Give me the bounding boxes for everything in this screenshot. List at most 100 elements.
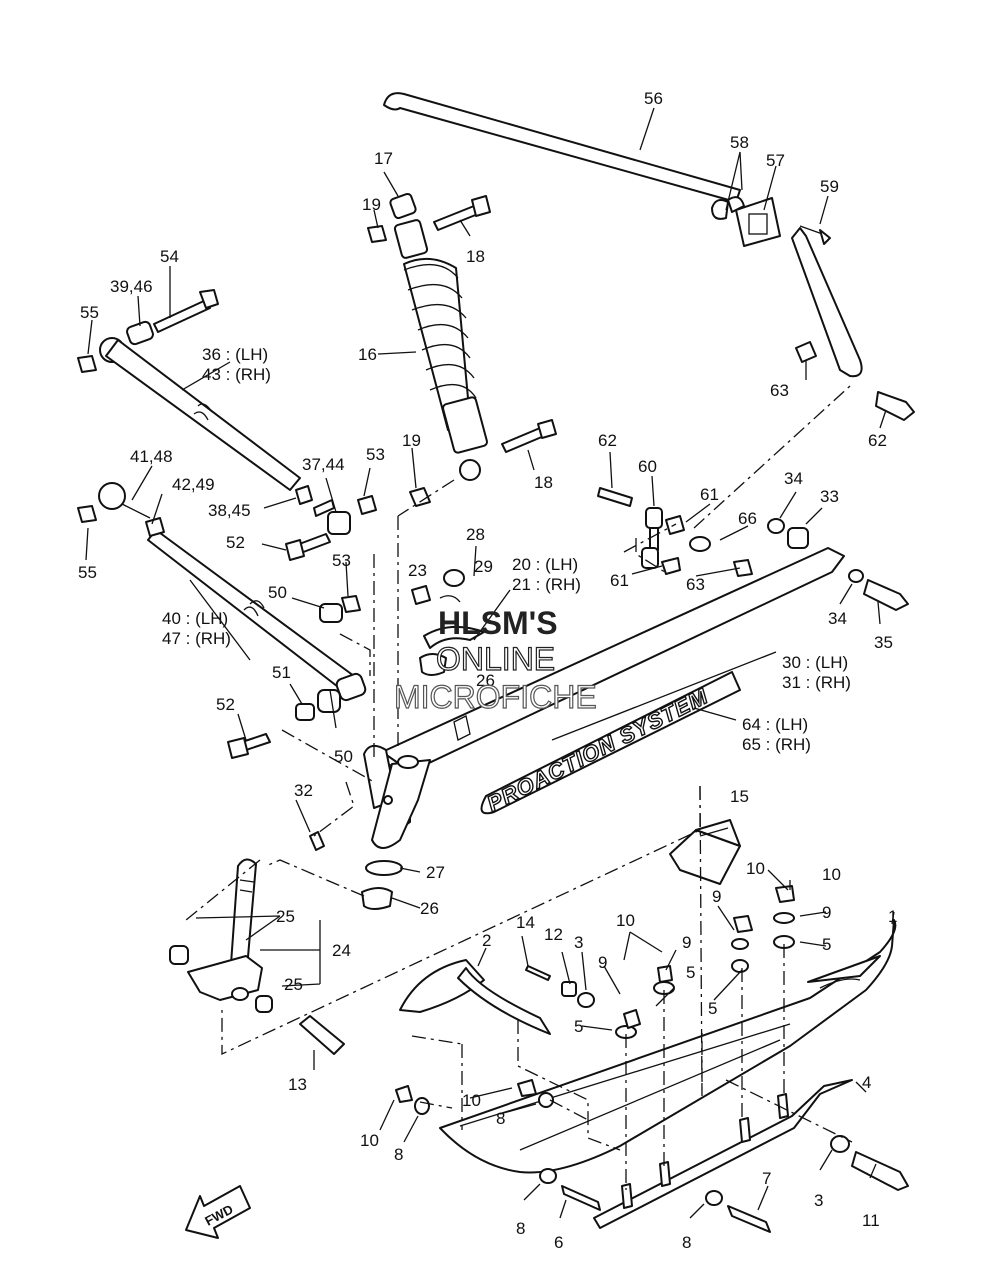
- callout-10: 10: [616, 911, 635, 930]
- callout-57: 57: [766, 151, 785, 170]
- callout-25: 25: [284, 975, 303, 994]
- handle-2: [399, 959, 551, 1035]
- callout-56: 56: [644, 89, 663, 108]
- upper-arm-nut: [77, 355, 97, 373]
- callout-9: 9: [822, 903, 831, 922]
- callout-34: 34: [784, 469, 803, 488]
- callout-52: 52: [216, 695, 235, 714]
- shock-upper-bolt: [433, 195, 491, 231]
- callout-66: 66: [738, 509, 757, 528]
- callout-21: 21 : (RH): [512, 575, 581, 594]
- callout-3: 3: [814, 1191, 823, 1210]
- callout-29: 29: [474, 557, 493, 576]
- lower-arm: [98, 482, 367, 702]
- leader-lines: [85, 107, 895, 1219]
- ski-hardware: [395, 885, 909, 1233]
- callout-32: 32: [294, 781, 313, 800]
- callout-27: 27: [426, 863, 445, 882]
- watermark-line-2: ONLINE: [436, 641, 555, 677]
- callout-18: 18: [534, 473, 553, 492]
- spindle: [187, 858, 263, 1001]
- shock-upper-nut: [367, 225, 387, 243]
- callout-33: 33: [820, 487, 839, 506]
- watermark-line-3: MICROFICHE: [394, 679, 597, 715]
- shock-cap: [389, 192, 417, 220]
- callout-63: 63: [686, 575, 705, 594]
- shock-lower-bolt: [501, 419, 557, 453]
- fwd-arrow-icon: FWD: [185, 1185, 251, 1239]
- arm-collar-nut: [319, 595, 361, 623]
- callout-10: 10: [360, 1131, 379, 1150]
- shock-absorber: [393, 219, 488, 481]
- stabilizer-bolt-nut: [795, 341, 915, 421]
- callout-43: 43 : (RH): [202, 365, 271, 384]
- upper-arm: [99, 337, 301, 491]
- callout-14: 14: [516, 913, 535, 932]
- callout-9: 9: [598, 953, 607, 972]
- callout-64: 64 : (LH): [742, 715, 808, 734]
- spindle-axle-13: [299, 1015, 345, 1055]
- callout-38-45: 38,45: [208, 501, 251, 520]
- callout-35: 35: [874, 633, 893, 652]
- callout-13: 13: [288, 1075, 307, 1094]
- lower-arm-nut: [77, 505, 97, 523]
- callout-47: 47 : (RH): [162, 629, 231, 648]
- callout-2: 2: [482, 931, 491, 950]
- wear-bar-4: [593, 1079, 853, 1229]
- ski: [439, 919, 897, 1174]
- callout-55: 55: [80, 303, 99, 322]
- callout-17: 17: [374, 149, 393, 168]
- callout-5: 5: [686, 963, 695, 982]
- callout-62: 62: [868, 431, 887, 450]
- callout-53: 53: [332, 551, 351, 570]
- callout-5: 5: [708, 999, 717, 1018]
- upper-arm-bushing: [126, 320, 154, 346]
- callout-9: 9: [682, 933, 691, 952]
- callout-50: 50: [334, 747, 353, 766]
- callout-55: 55: [78, 563, 97, 582]
- callout-36: 36 : (LH): [202, 345, 268, 364]
- reference-lines: [185, 385, 853, 1190]
- callout-12: 12: [544, 925, 563, 944]
- callout-26: 26: [420, 899, 439, 918]
- callout-10: 10: [822, 865, 841, 884]
- callout-63: 63: [770, 381, 789, 400]
- callout-5: 5: [822, 935, 831, 954]
- callout-5: 5: [574, 1017, 583, 1036]
- callout-39-46: 39,46: [110, 277, 153, 296]
- callout-10: 10: [462, 1091, 481, 1110]
- callout-30: 30 : (LH): [782, 653, 848, 672]
- spindle-bushing-26: [361, 887, 393, 910]
- lower-arm-bushing: [145, 517, 165, 537]
- upper-bushings: [411, 569, 485, 676]
- callout-11: 11: [862, 1211, 880, 1230]
- callout-59: 59: [820, 177, 839, 196]
- callout-18: 18: [466, 247, 485, 266]
- callout-28: 28: [466, 525, 485, 544]
- callout-50: 50: [268, 583, 287, 602]
- callout-42-49: 42,49: [172, 475, 215, 494]
- callout-61: 61: [610, 571, 629, 590]
- callout-61: 61: [700, 485, 719, 504]
- spindle-bushings-25: [169, 945, 273, 1013]
- stabilizer-rod: [383, 92, 863, 378]
- callout-labels: 56 58 57 59 17 19 18 54 39,46 55 36 : (L…: [78, 89, 897, 1252]
- callout-20: 20 : (LH): [512, 555, 578, 574]
- callout-15: 15: [730, 787, 749, 806]
- grease-nipple: [309, 795, 393, 851]
- upper-arm-bolt: [153, 289, 219, 333]
- clip-pair: [711, 196, 745, 220]
- watermark: HLSM'S ONLINE MICROFICHE: [393, 605, 597, 716]
- callout-8: 8: [394, 1145, 403, 1164]
- callout-19: 19: [362, 195, 381, 214]
- callout-62: 62: [598, 431, 617, 450]
- callout-19: 19: [402, 431, 421, 450]
- callout-23: 23: [408, 561, 427, 580]
- callout-41-48: 41,48: [130, 447, 173, 466]
- ski-leg: [363, 547, 845, 849]
- callout-3: 3: [574, 933, 583, 952]
- stopper-block: [669, 819, 741, 885]
- callout-51: 51: [272, 663, 291, 682]
- callout-60: 60: [638, 457, 657, 476]
